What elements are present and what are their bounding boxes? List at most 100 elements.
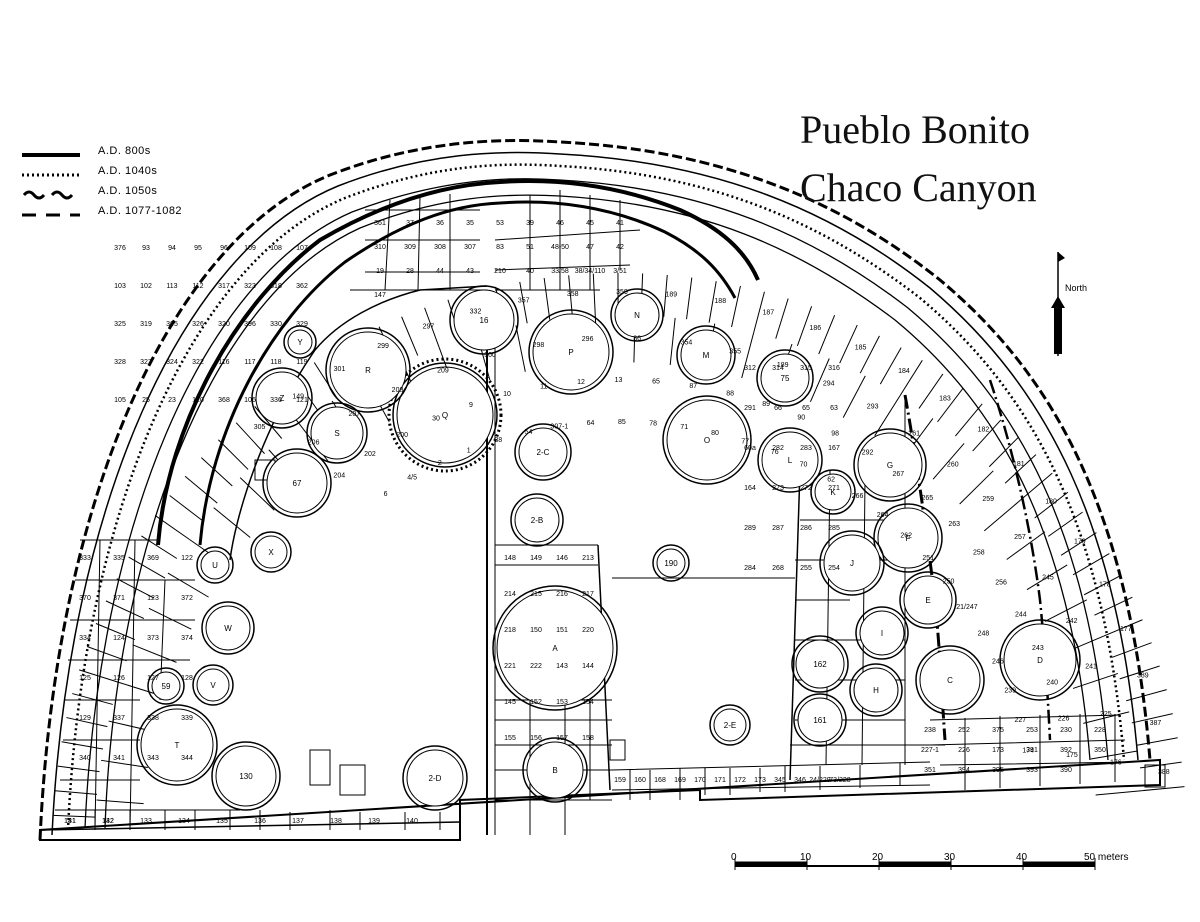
kiva-h: H	[849, 663, 903, 717]
kivas: ABCDEFGHIJKLMNOPQRSTUVWXYZ162-C2-B2-D2-E…	[136, 285, 1081, 811]
room-label: 238	[924, 727, 936, 734]
room-label: 389	[1137, 672, 1149, 679]
room-label: 207	[348, 411, 360, 418]
room-label: 33/58	[551, 268, 569, 275]
room-label: 78	[649, 420, 657, 427]
scale-tick-label: 0	[731, 852, 737, 863]
room-label: 150	[530, 627, 542, 634]
room-label: 359	[616, 289, 628, 296]
room-label: 86	[633, 335, 641, 342]
room-label: 173	[992, 747, 1004, 754]
room-label: 301	[334, 366, 346, 373]
kiva-label: O	[704, 436, 710, 445]
room-label: 169	[674, 777, 686, 784]
kiva-c: C	[915, 645, 985, 715]
room-label: 107	[296, 245, 308, 252]
room-label: 376	[114, 245, 126, 252]
room-label: 218	[504, 627, 516, 634]
kiva-label: 75	[781, 374, 790, 383]
room-label: 254	[828, 565, 840, 572]
room-label: 70	[800, 462, 808, 469]
room-label: 258	[973, 549, 985, 556]
room-label: 293	[867, 403, 879, 410]
room-label: 361	[374, 220, 386, 227]
room-label: 183	[939, 396, 951, 403]
room-label: 48-50	[551, 244, 569, 251]
kiva-label: 2-E	[724, 721, 736, 730]
kiva-e: E	[899, 571, 957, 629]
room-label: 226	[1058, 716, 1070, 723]
legend-item-800s: A.D. 800s	[20, 145, 250, 165]
room-label: 332	[470, 308, 482, 315]
room-label: 243	[1032, 645, 1044, 652]
kiva-label: S	[334, 429, 339, 438]
room-label: 368	[218, 397, 230, 404]
room-label: 292	[862, 449, 874, 456]
room-label: 318	[270, 283, 282, 290]
kiva-label: R	[365, 366, 371, 375]
room-label: 40	[526, 268, 534, 275]
room-label: 200	[396, 432, 408, 439]
kiva-y: Y	[283, 325, 317, 359]
room-label: 189	[777, 362, 789, 369]
room-label: 98	[831, 431, 839, 438]
room-label: 215	[530, 591, 542, 598]
room-label: 240	[1046, 680, 1058, 687]
room-label: 35	[466, 220, 474, 227]
room-label: 87	[689, 383, 697, 390]
room-label: 125	[79, 675, 91, 682]
room-label: 221	[504, 663, 516, 670]
room-label: 128	[181, 675, 193, 682]
room-label: 387	[1150, 720, 1162, 727]
kiva-u: U	[196, 546, 234, 584]
room-label: 396	[244, 321, 256, 328]
kiva-label: U	[212, 561, 218, 570]
kiva-q: Q	[387, 357, 503, 473]
room-label: 171	[714, 777, 726, 784]
room-label: 255	[800, 565, 812, 572]
kiva-f: F	[873, 503, 943, 573]
title-line-1: Pueblo Bonito	[800, 107, 1031, 152]
kiva-label: G	[887, 461, 893, 470]
room-label: 374	[181, 635, 193, 642]
kiva-v: V	[192, 664, 234, 706]
room-label: 157	[556, 735, 568, 742]
room-label: 51	[526, 244, 534, 251]
room-label: 373	[147, 635, 159, 642]
room-label: 117	[244, 359, 255, 366]
room-label: 4/5	[407, 474, 417, 481]
legend-item-1050s: A.D. 1050s	[20, 185, 250, 205]
room-label: 127	[147, 675, 159, 682]
kiva-label: X	[268, 548, 274, 557]
kiva-label: 190	[664, 559, 678, 568]
legend-item-1077-1082: A.D. 1077-1082	[20, 205, 250, 225]
room-label: 146	[556, 555, 568, 562]
kiva-label: 2-B	[531, 516, 543, 525]
room-label: 187	[763, 309, 775, 316]
room-label: 38	[494, 437, 502, 444]
room-label: 155	[504, 735, 516, 742]
kiva-label: 161	[813, 716, 827, 725]
kiva-label: Q	[442, 411, 448, 420]
kiva-label: B	[552, 766, 557, 775]
room-label: 273	[772, 485, 784, 492]
room-label: 312	[744, 365, 756, 372]
room-label: 129	[79, 715, 91, 722]
room-label: 131	[64, 818, 76, 825]
kiva-label: 2-C	[537, 448, 550, 457]
room-label: 388	[1158, 769, 1170, 776]
scale-tick-label: 50 meters	[1084, 852, 1129, 863]
room-label: 137	[292, 818, 304, 825]
kiva-75: 75	[756, 349, 814, 407]
room-label: 324	[166, 359, 178, 366]
kiva-59: 59	[147, 667, 185, 705]
room-label: 372	[181, 595, 193, 602]
room-label: 124	[113, 635, 125, 642]
room-label: 325	[114, 321, 126, 328]
room-label: 182	[978, 427, 990, 434]
room-label: 282	[772, 445, 784, 452]
kiva-label: 162	[813, 660, 827, 669]
room-label: 246	[992, 659, 1004, 666]
room-label: 149	[292, 393, 304, 400]
